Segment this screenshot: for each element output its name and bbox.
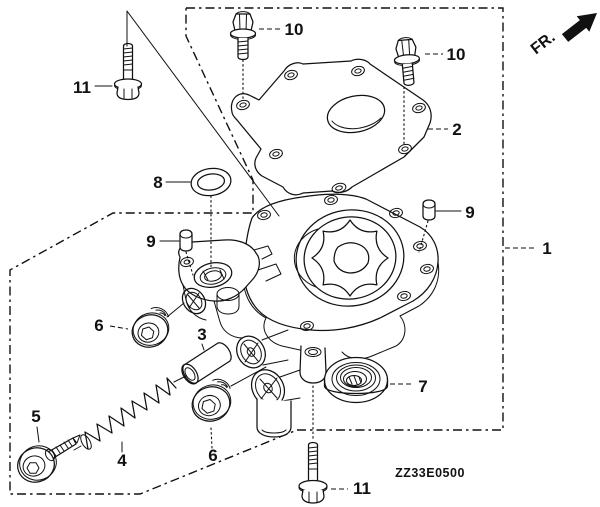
hex-socket bbox=[201, 398, 216, 414]
part-6-sealing-bolt-lower bbox=[191, 378, 232, 422]
part-1-pump-body bbox=[178, 193, 440, 438]
gerotor bbox=[293, 209, 405, 307]
fr-label: FR. bbox=[528, 29, 559, 58]
part-9-dowel-pin-left bbox=[179, 229, 193, 252]
rotor-shaft-hole bbox=[333, 242, 370, 274]
cover-center-opening bbox=[326, 94, 386, 134]
axis-spring-bolt bbox=[73, 445, 82, 451]
callout-6-upper: 6 bbox=[94, 316, 103, 335]
part-8-o-ring bbox=[190, 167, 232, 197]
part-5-bolt bbox=[17, 434, 81, 483]
rotor-pocket bbox=[295, 209, 405, 307]
callout-2: 2 bbox=[452, 120, 461, 139]
callout-4: 4 bbox=[117, 451, 127, 470]
callouts: 11 10 10 2 8 9 9 1 6 3 5 4 6 7 11 bbox=[31, 20, 551, 498]
fr-direction-arrow: FR. bbox=[528, 13, 597, 58]
hex-socket bbox=[140, 326, 155, 341]
seal-boss bbox=[299, 345, 327, 384]
leader-lines bbox=[36, 10, 536, 490]
fr-arrow-icon bbox=[561, 13, 597, 42]
projection-pin-right bbox=[418, 220, 429, 253]
part-11-flange-bolt-top bbox=[113, 42, 143, 101]
part-7-oil-seal bbox=[323, 356, 389, 404]
assembly-line-6b bbox=[230, 366, 267, 387]
leader-callout-6a bbox=[109, 325, 129, 330]
crescent bbox=[293, 228, 319, 288]
part-10-flange-bolt-right bbox=[393, 37, 421, 86]
hex-socket bbox=[26, 462, 40, 474]
part-6-sealing-bolt-upper bbox=[131, 307, 170, 348]
callout-9-left: 9 bbox=[146, 232, 155, 251]
inner-rotor bbox=[311, 219, 389, 297]
part-4-spring bbox=[80, 377, 177, 450]
callout-11-top: 11 bbox=[73, 78, 91, 97]
arm-top-bore bbox=[193, 261, 233, 289]
callout-6-lower: 6 bbox=[208, 446, 217, 465]
drawing-code: ZZ33E0500 bbox=[395, 466, 465, 480]
relief-valve-bore bbox=[181, 287, 207, 315]
projection-pin-left bbox=[185, 251, 194, 276]
relief-valve-arm bbox=[178, 239, 282, 339]
assembly-boundary bbox=[9, 7, 504, 495]
leader-callout-3 bbox=[201, 343, 205, 351]
callout-9-right: 9 bbox=[465, 203, 474, 222]
callout-10-right: 10 bbox=[447, 45, 466, 64]
part-2-cover-plate bbox=[230, 58, 432, 196]
body-bolt-holes bbox=[239, 194, 434, 332]
callout-8: 8 bbox=[153, 173, 162, 192]
part-10-flange-bolt-left bbox=[229, 11, 257, 61]
callout-3: 3 bbox=[197, 325, 206, 344]
part-11-flange-bolt-bottom bbox=[298, 441, 328, 504]
callout-10-left: 10 bbox=[285, 20, 304, 39]
outlet-ports bbox=[236, 329, 301, 438]
assembly-line-6a bbox=[166, 302, 185, 318]
callout-5: 5 bbox=[31, 407, 40, 426]
outer-rotor bbox=[303, 216, 397, 300]
callout-7: 7 bbox=[418, 377, 427, 396]
part-3-valve-piston bbox=[181, 342, 232, 385]
cover-bolt-holes bbox=[236, 65, 426, 194]
callout-11-bottom: 11 bbox=[353, 479, 371, 498]
axis-spring-piston bbox=[173, 375, 187, 383]
leader-callout-5 bbox=[36, 426, 40, 443]
drain-tube bbox=[256, 398, 292, 438]
leader-bolt11-top bbox=[126, 10, 280, 217]
part-9-dowel-pin-right bbox=[422, 199, 436, 221]
callout-1: 1 bbox=[542, 239, 551, 258]
leader-callout-6b bbox=[210, 427, 213, 449]
